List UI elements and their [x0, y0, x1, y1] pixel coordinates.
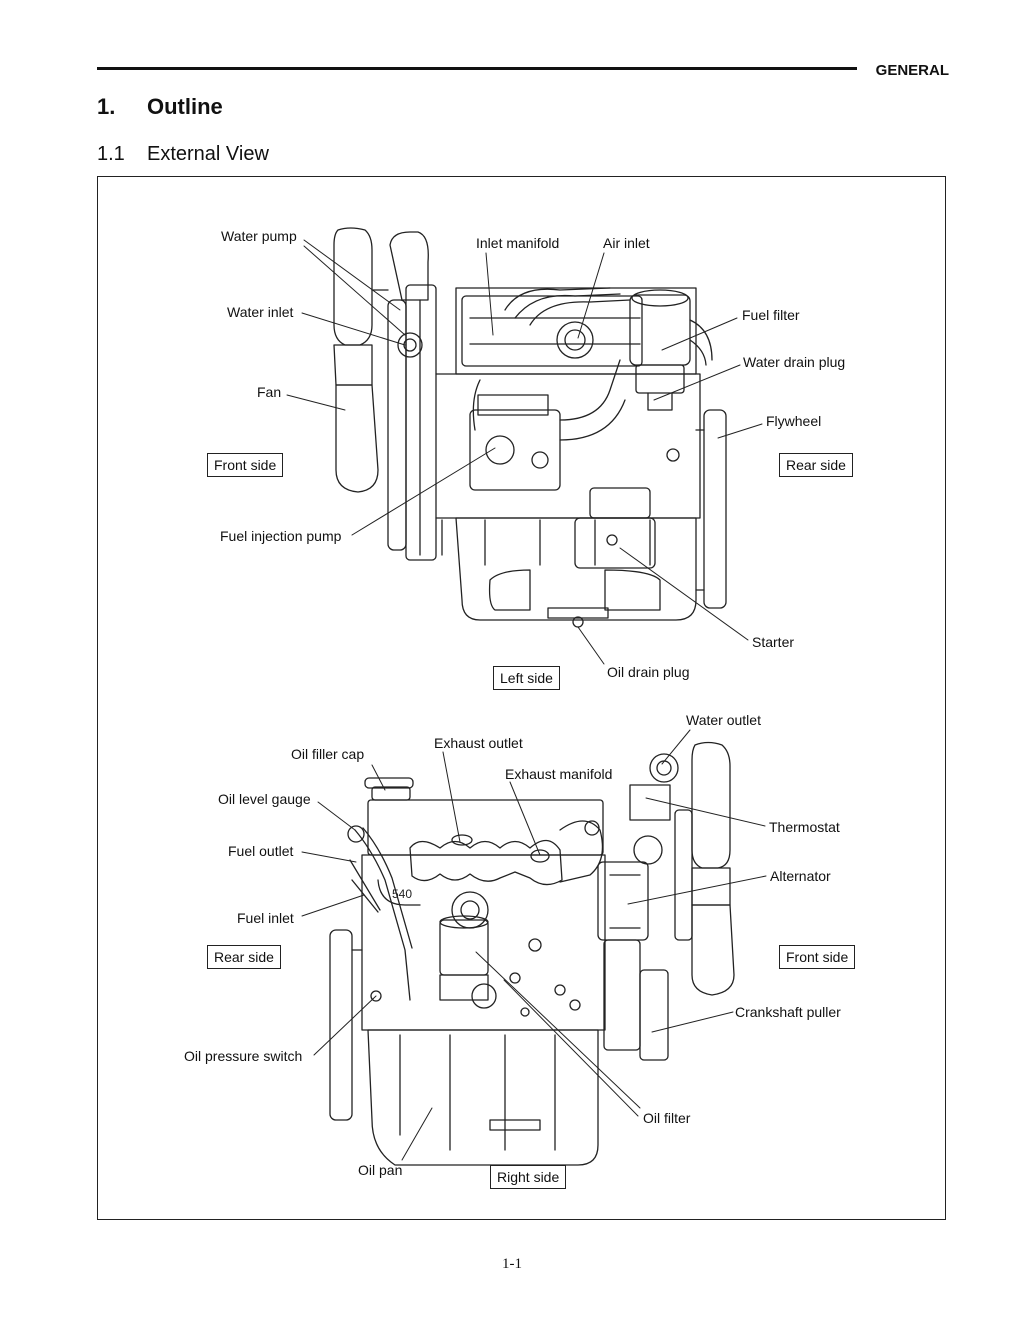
label-fuel-outlet: Fuel outlet	[228, 843, 294, 859]
box-left-side: Left side	[493, 666, 560, 690]
figure-frame	[97, 176, 946, 1220]
label-oil-pressure-switch: Oil pressure switch	[184, 1048, 303, 1064]
heading-external-view: 1.1 External View	[97, 143, 269, 166]
label-water-outlet: Water outlet	[686, 712, 761, 728]
engine-right-side-drawing: 540	[329, 741, 735, 1166]
label-fuel-filter: Fuel filter	[742, 307, 800, 323]
heading-title: External View	[147, 143, 269, 165]
page-number: 1-1	[502, 1256, 522, 1272]
heading-number: 1.	[97, 94, 116, 119]
label-oil-level-gauge: Oil level gauge	[218, 791, 311, 807]
label-flywheel: Flywheel	[766, 413, 822, 429]
label-alternator: Alternator	[770, 868, 831, 884]
label-fan: Fan	[257, 384, 282, 400]
label-water-inlet: Water inlet	[227, 304, 294, 320]
header-rule	[97, 67, 857, 70]
box-front-side-bottom: Front side	[779, 945, 856, 969]
label-oil-filler-cap: Oil filler cap	[291, 746, 365, 762]
label-air-inlet: Air inlet	[603, 235, 650, 251]
box-right-side: Right side	[490, 1165, 567, 1189]
label-fuel-injection-pump: Fuel injection pump	[220, 528, 342, 544]
label-thermostat: Thermostat	[769, 819, 840, 835]
heading-number: 1.1	[97, 143, 125, 165]
label-inlet-manifold: Inlet manifold	[476, 235, 560, 251]
label-oil-drain-plug: Oil drain plug	[607, 664, 690, 680]
label-oil-pan: Oil pan	[358, 1162, 403, 1178]
label-exhaust-outlet: Exhaust outlet	[434, 735, 523, 751]
box-front-side-top: Front side	[207, 453, 284, 477]
label-exhaust-manifold: Exhaust manifold	[505, 766, 613, 782]
section-title: GENERAL	[875, 62, 949, 79]
top-view-leader-lines	[286, 239, 763, 665]
label-oil-filter: Oil filter	[643, 1110, 691, 1126]
box-rear-side-top: Rear side	[779, 453, 853, 477]
label-crankshaft-puller: Crankshaft puller	[735, 1004, 841, 1020]
label-water-drain-plug: Water drain plug	[743, 354, 846, 370]
label-water-pump: Water pump	[221, 228, 297, 244]
heading-title: Outline	[147, 94, 223, 119]
bottom-view-leader-lines	[301, 729, 767, 1161]
label-fuel-inlet: Fuel inlet	[237, 910, 294, 926]
label-starter: Starter	[752, 634, 795, 650]
engine-left-side-drawing	[333, 227, 727, 628]
box-rear-side-bottom: Rear side	[207, 945, 281, 969]
heading-outline: 1. Outline	[97, 94, 223, 120]
